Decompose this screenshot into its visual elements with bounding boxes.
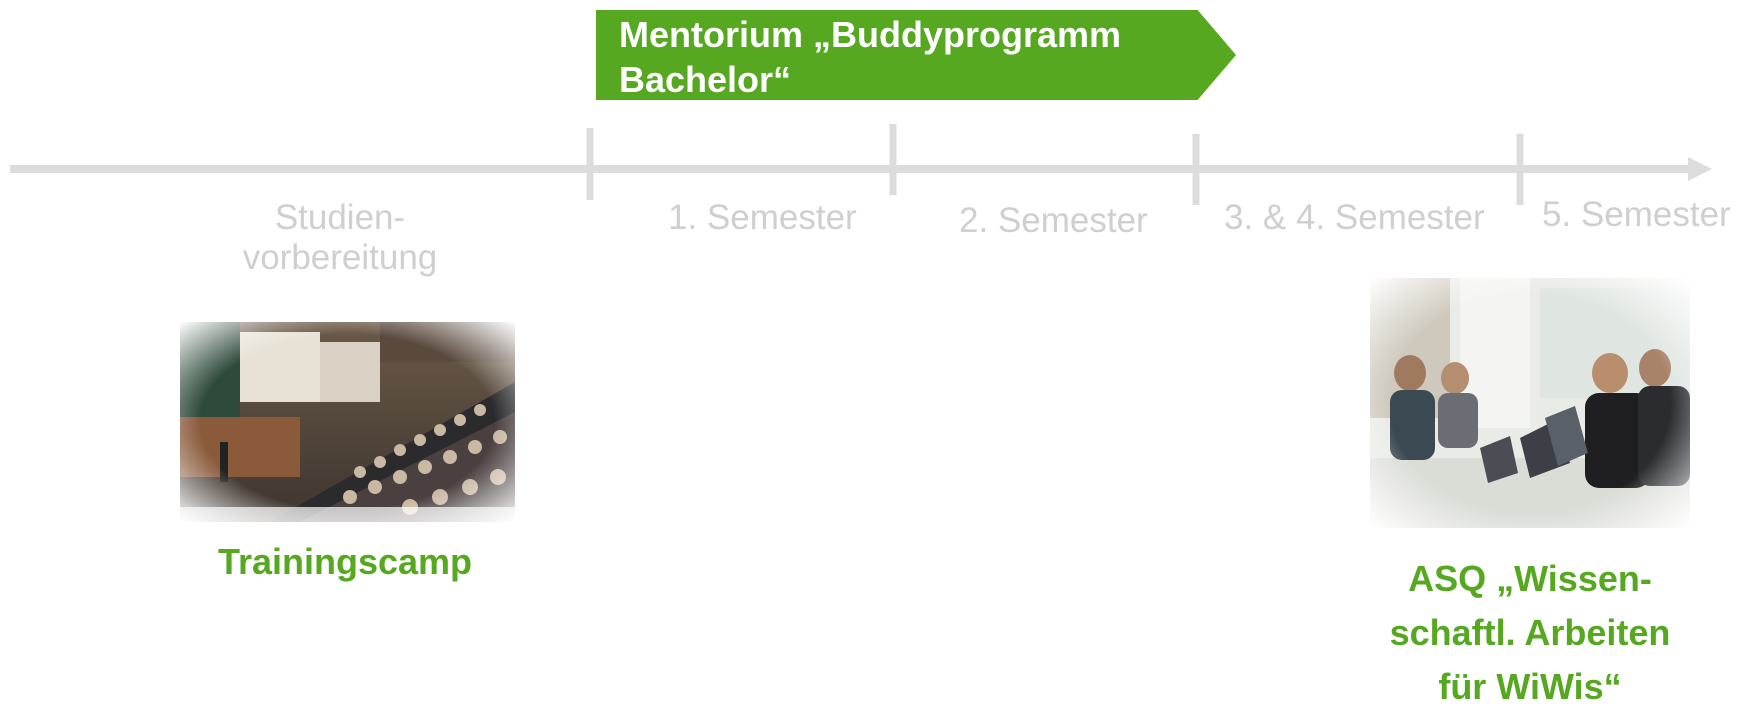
label-semester-5: 5. Semester <box>1542 195 1731 234</box>
asq-line-2: schaftl. Arbeiten <box>1389 612 1671 653</box>
asq-line-3: für WiWis“ <box>1438 666 1622 707</box>
timeline-arrowhead <box>1688 157 1712 181</box>
label-prep-line-2: vorbereitung <box>242 238 438 277</box>
trainingscamp-label: Trainingscamp <box>217 541 473 582</box>
label-semester-1: 1. Semester <box>668 198 857 237</box>
lecture-hall-image <box>180 322 515 522</box>
banner-line-1: Mentorium „Buddyprogramm <box>619 14 1122 55</box>
label-studienvorbereitung: Studien- vorbereitung <box>210 198 470 278</box>
banner-line-2: Bachelor“ <box>619 59 792 100</box>
asq-line-1: ASQ „Wissen- <box>1408 558 1652 599</box>
mentorium-banner-text: Mentorium „Buddyprogramm Bachelor“ <box>619 12 1219 102</box>
lecture-hall-photo <box>180 322 515 522</box>
mentorium-banner <box>596 10 1236 100</box>
asq-label: ASQ „Wissen- schaftl. Arbeiten für WiWis… <box>1330 552 1730 714</box>
seminar-group-photo <box>1370 278 1690 528</box>
seminar-group-image <box>1370 278 1690 528</box>
label-semester-2: 2. Semester <box>959 201 1148 240</box>
label-prep-line-1: Studien- <box>274 198 406 237</box>
label-semester-3-4: 3. & 4. Semester <box>1224 198 1485 237</box>
